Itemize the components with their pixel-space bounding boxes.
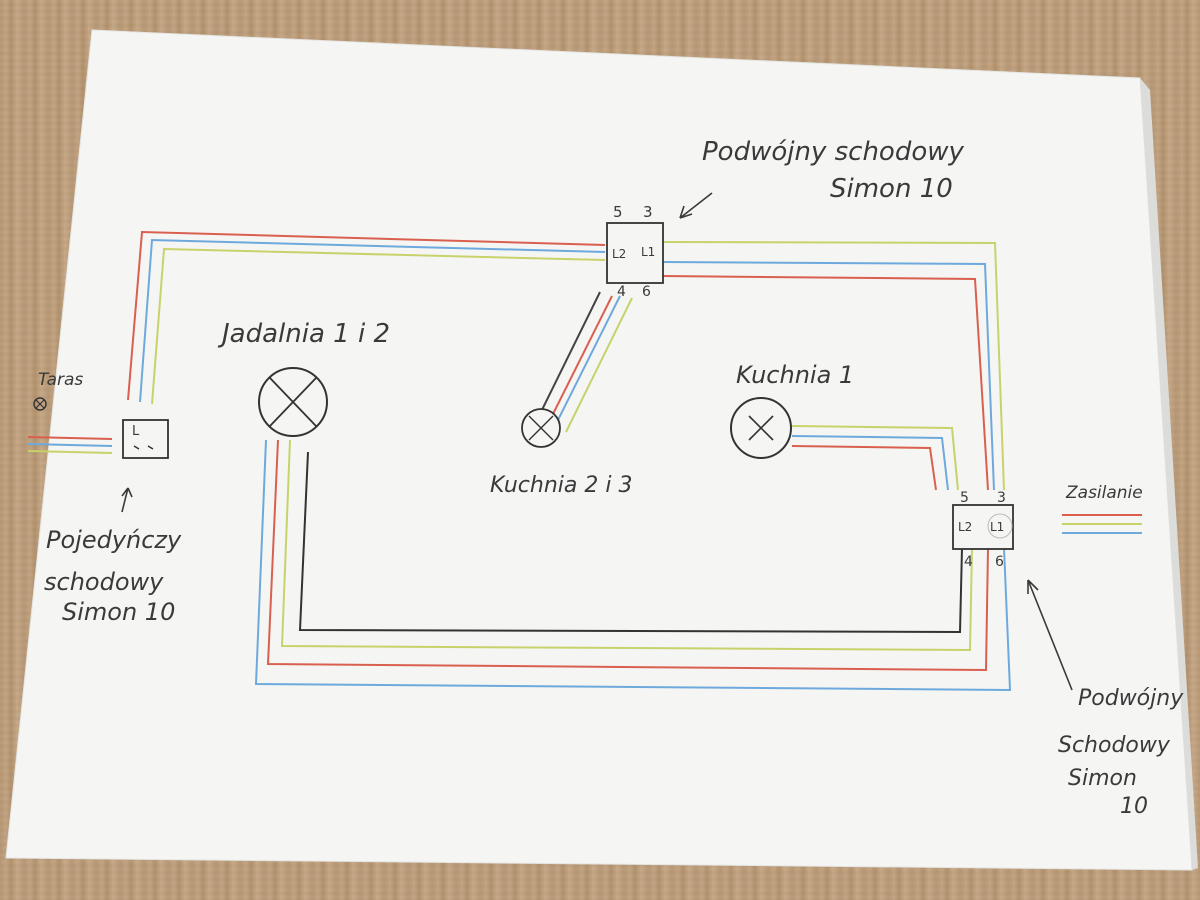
right-switch-terminal-5: 5: [960, 490, 969, 506]
top-switch-terminal-5: 5: [613, 203, 623, 221]
top-switch-l2: L2: [612, 247, 626, 261]
kitchen1-lamp-label: Kuchnia 1: [736, 361, 854, 389]
top-switch-terminal-3: 3: [643, 203, 653, 221]
left-switch-arrow: [121, 487, 133, 513]
wire-green-top-left: [151, 247, 606, 405]
wire-blue-diag: [555, 295, 621, 425]
left-ground-label: Taras: [38, 370, 83, 390]
wire-blue-top-right: [661, 261, 995, 491]
wire-blue-left-feed: [27, 443, 113, 447]
right-switch-box: [952, 504, 1014, 550]
wire-red-k1: [791, 445, 937, 491]
dining-lamp-symbol: [258, 367, 328, 437]
top-switch-l1: L1: [641, 245, 655, 259]
left-switch-contacts: [133, 445, 154, 450]
wire-green-k1: [791, 425, 959, 491]
right-switch-l1: L1: [990, 520, 1004, 534]
top-switch-box: [606, 222, 664, 284]
right-switch-l2: L2: [958, 520, 972, 534]
right-switch-label-line4: 10: [1120, 794, 1148, 819]
wire-red-diag: [549, 295, 613, 421]
right-switch-label-line3: Simon: [1068, 766, 1137, 791]
right-switch-label-line1: Podwójny: [1078, 686, 1184, 711]
labels: Podwójny schodowy Simon 10 Jadalnia 1 i …: [38, 137, 1184, 819]
wire-red-top-right: [661, 275, 989, 491]
left-switch-label-line2: schodowy: [44, 568, 164, 596]
wire-black-bottom: [298, 451, 963, 634]
wires: [27, 230, 1142, 692]
left-switch-l: L: [132, 424, 140, 439]
kitchen23-lamp-label: Kuchnia 2 i 3: [490, 473, 632, 498]
top-switch-title-line2: Simon 10: [830, 174, 953, 204]
power-label: Zasilanie: [1065, 483, 1143, 503]
right-switch-arrow: [1027, 579, 1073, 691]
annotation-arrows: [121, 192, 1073, 691]
left-single-switch: L: [122, 419, 169, 459]
top-switch-terminal-4: 4: [617, 284, 626, 300]
left-switch-label-line1: Pojedyńczy: [46, 526, 182, 554]
wire-green-left-feed: [27, 450, 113, 454]
wire-blue-k1: [791, 435, 949, 491]
paper-sheet: [5, 29, 1193, 871]
top-switch-terminal-6: 6: [642, 284, 651, 300]
wire-green-top-right: [661, 241, 1005, 491]
wire-green-diag: [565, 297, 633, 433]
wire-green-bottom: [280, 439, 973, 652]
top-switch-arrow: [679, 192, 713, 219]
wire-red-left-feed: [27, 436, 113, 440]
top-double-switch: 5 3 L2 L1 4 6: [606, 203, 664, 300]
kitchen23-lamp-symbol: [521, 408, 561, 448]
left-switch-box: [122, 419, 169, 459]
paper-fold-shadow: [1140, 78, 1198, 870]
right-switch-label-line2: Schodowy: [1058, 733, 1171, 758]
right-switch-terminal-6: 6: [995, 554, 1004, 570]
left-ground-symbol: [33, 397, 47, 411]
right-double-switch: 5 3 L2 L1 4 6: [952, 490, 1014, 570]
right-switch-terminal-3: 3: [997, 490, 1006, 506]
top-switch-title-line1: Podwójny schodowy: [702, 137, 965, 167]
right-switch-l1-circle: [987, 513, 1013, 539]
wire-blue-bottom: [254, 439, 1012, 692]
kitchen1-lamp-symbol: [730, 397, 792, 459]
left-switch-label-line3: Simon 10: [62, 598, 175, 626]
wire-black-diag: [537, 291, 601, 419]
wire-red-top-left: [127, 230, 606, 401]
right-switch-terminal-4: 4: [964, 554, 973, 570]
wire-blue-top-left: [139, 238, 606, 403]
dining-lamp-label: Jadalnia 1 i 2: [217, 319, 390, 349]
wire-red-bottom: [266, 439, 989, 672]
